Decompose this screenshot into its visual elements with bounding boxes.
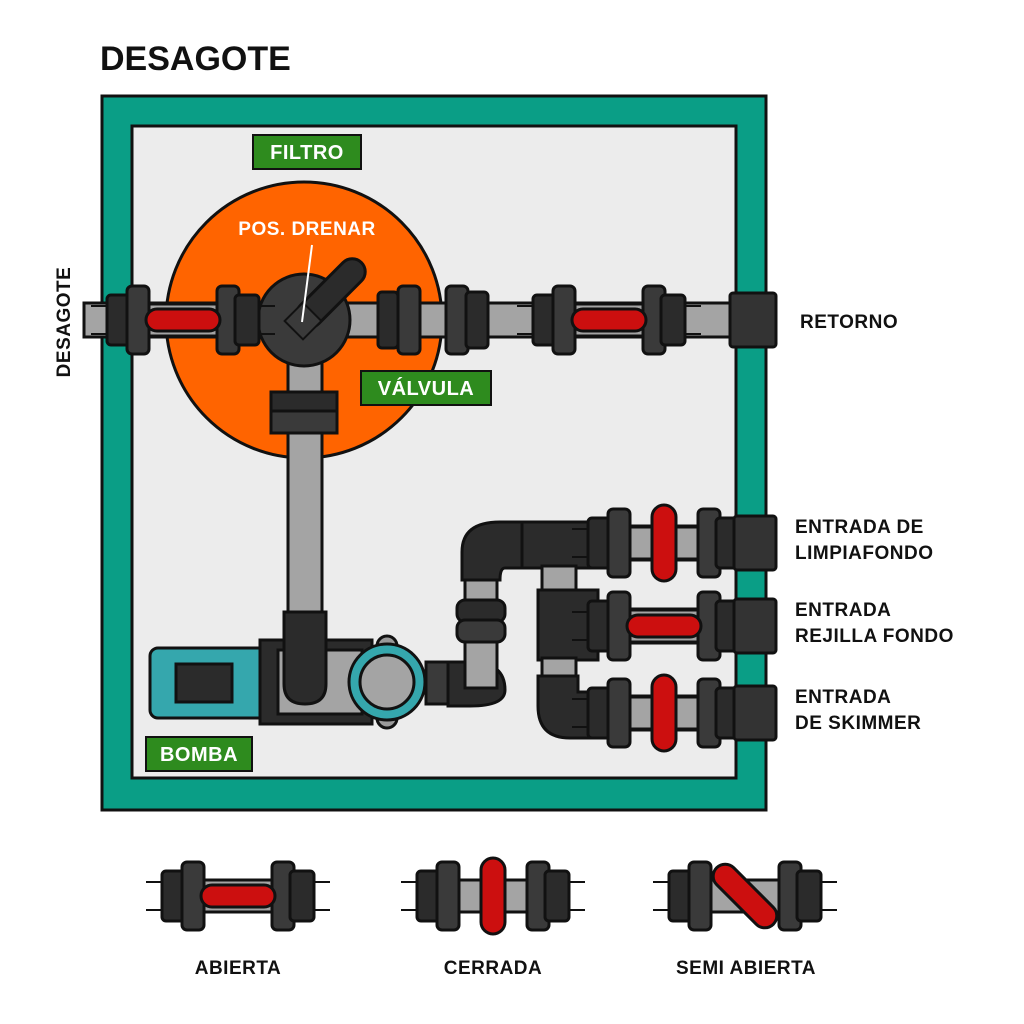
valvula-tag: VÁLVULA	[360, 370, 492, 406]
desagote-side-label: DESAGOTE	[54, 267, 75, 378]
pos-drenar-pointer	[301, 244, 313, 323]
return-wall-fitting	[728, 291, 778, 349]
svg-text:FILTRO: FILTRO	[270, 142, 344, 164]
pump-motor-plate	[174, 662, 234, 704]
legend: ABIERTA CERRADA SEMI ABIERTA	[146, 858, 837, 979]
legend-label-cerrada: CERRADA	[444, 958, 543, 979]
svg-text:BOMBA: BOMBA	[160, 744, 238, 766]
filter-bottom-fitting-2	[269, 409, 339, 435]
main-coupling-4	[464, 290, 490, 350]
legend-closed-valve-icon	[401, 858, 585, 934]
bomba-tag: BOMBA	[145, 736, 253, 772]
main-coupling-1	[376, 290, 400, 350]
rejilla-wall-fitting	[732, 597, 778, 655]
pump-strainer-lid	[358, 653, 416, 711]
pos-drenar-label: POS. DRENAR	[238, 219, 375, 240]
skimmer-label: ENTRADA DE SKIMMER	[795, 687, 921, 734]
manifold-pipe-1	[540, 564, 578, 594]
legend-label-abierta: ABIERTA	[195, 958, 282, 979]
legend-semi-valve-icon	[653, 859, 837, 933]
pump-inlet-elbow	[282, 610, 328, 706]
pump	[148, 610, 452, 730]
filtro-tag: FILTRO	[252, 134, 362, 170]
svg-text:VÁLVULA: VÁLVULA	[378, 377, 474, 400]
retorno-label: RETORNO	[800, 312, 898, 333]
skimmer-wall-fitting	[732, 684, 778, 742]
limpiafondo-label: ENTRADA DE LIMPIAFONDO	[795, 517, 934, 564]
suction-union-2	[455, 618, 507, 644]
pipe-filter-to-pump	[286, 338, 324, 632]
legend-label-semi-abierta: SEMI ABIERTA	[676, 958, 816, 979]
main-coupling-2	[396, 284, 422, 356]
rejilla-fondo-label: ENTRADA REJILLA FONDO	[795, 600, 954, 647]
limpiafondo-wall-fitting	[732, 514, 778, 572]
diagram-title: DESAGOTE	[100, 40, 291, 78]
legend-open-valve-icon	[146, 862, 330, 930]
